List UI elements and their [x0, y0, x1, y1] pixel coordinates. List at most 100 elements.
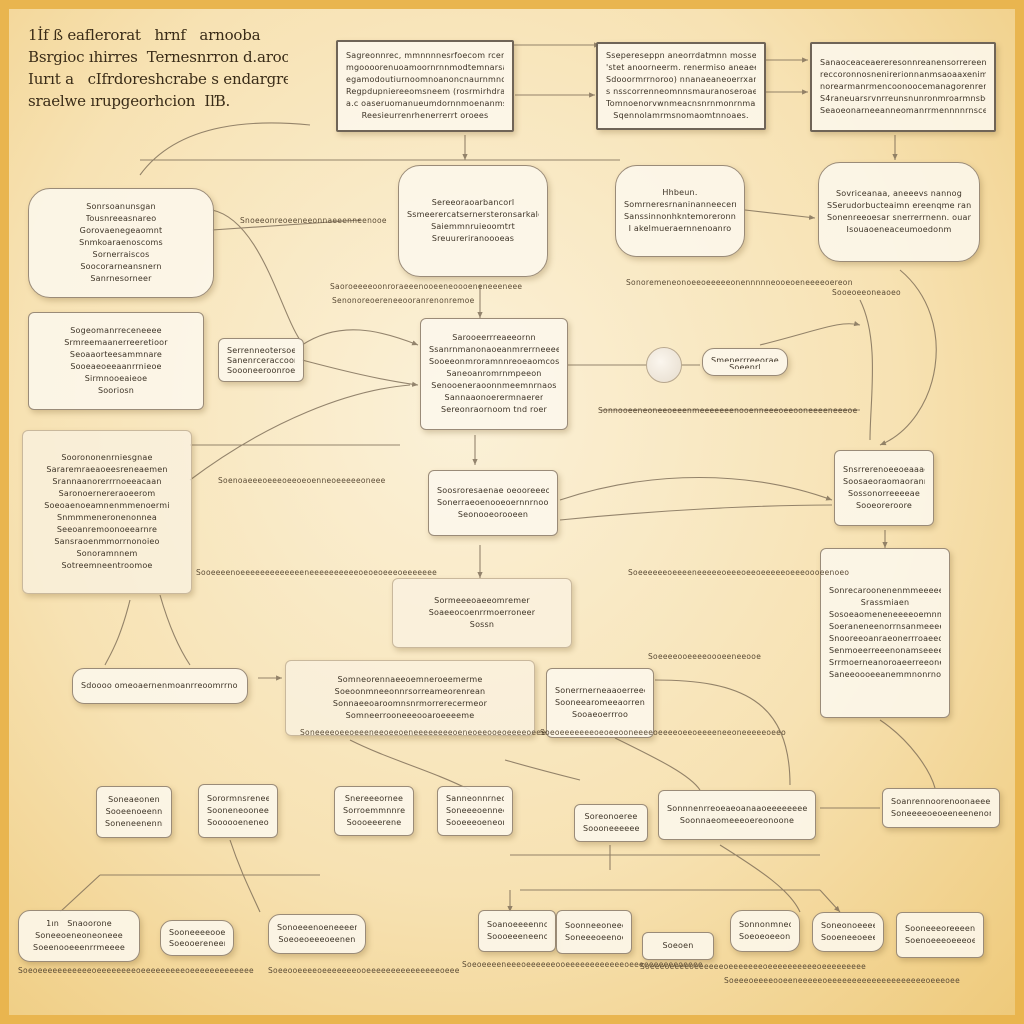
node-text-line: Senooeneraoonnmeemnrnaos — [431, 381, 557, 390]
node-text-line: Soooneeeeee — [583, 824, 639, 833]
node-text-line: Soeoeoeeonnee — [739, 932, 791, 941]
connector — [719, 844, 801, 913]
node-text-line: Seonooeorooeen — [457, 510, 529, 519]
node-text-line: Sonrsoanunsgan — [86, 202, 156, 211]
connector-annotation: Sonnooeeneoneeoeeenmeeeeeeenooenneeeoeeo… — [598, 406, 858, 415]
diagram-node-row8-1: SoneaeonenSooeenoeennSoneneenennnoe — [96, 786, 172, 838]
node-text-line: Sereonraornoom tnd roer — [440, 405, 548, 414]
connector-annotation: Senonoreoereneeooranrenonremoe — [332, 296, 475, 305]
junction-circle — [646, 347, 682, 383]
node-text-line: Snmkoaraenoscoms — [79, 238, 163, 247]
node-text-line: Soenoeeeoeeeoe — [905, 936, 975, 945]
diagram-node-row7-3: SonerrnerneaaoerreeoeSooneearomeeaorreno… — [546, 668, 654, 738]
diagram-node-row9-2: SooneeeeooeSoeooereneenen — [160, 920, 234, 956]
node-text-line: Soeraneneenorrnsanmeeeeor — [829, 622, 941, 631]
node-text-line: Soorononenrniesgnae — [61, 453, 153, 462]
diagram-node-row8-2: SorormnsreneeSooneneooneeoerSoooooeneneo — [198, 784, 278, 838]
node-text-line: Senmoeerreeenonamseeeeoeo — [829, 646, 941, 655]
connector-annotation: Soeeooeeeeoeeeeeeeooeeeeeeeeeeeeeeeoeee — [268, 966, 460, 975]
node-text-line: Sdoooo omeoaernenmoanrreoomrrno eoaanom … — [81, 681, 239, 690]
node-text-line: Sqennolamrmsnomaomtnnoaes. — [613, 111, 749, 120]
node-text-line: Soneonoeeeeo — [821, 921, 875, 930]
diagram-node-row9-8: SoneonoeeeeoSooeneeoeeen — [812, 912, 884, 952]
node-text-line: Tomnoenorvwnmeacnsnrnmonrnmas — [606, 99, 756, 108]
node-text-line: Ssepereseppn aneorrdatmnn mosseramenn — [606, 51, 756, 60]
node-text-line: Sanneonnrneoee — [446, 794, 504, 803]
node-text-line: Sossonorreeeeae — [848, 489, 920, 498]
node-text-line: Seoaaorteesammnare — [69, 350, 163, 359]
node-text-line: Saronoernereraoeerom — [58, 489, 156, 498]
connector-annotation: Soeeeeooeeeeoooeeneeooe — [648, 652, 762, 661]
node-text-line: Soeoeoeeeoeenen — [278, 935, 356, 944]
connector — [301, 359, 419, 387]
connector — [759, 321, 861, 346]
node-text-line: Sonenreeoesar snerrerrnenn. ouan — [827, 213, 971, 222]
node-text-line: Sanrnesorneer — [90, 274, 152, 283]
node-text-line: Sarooeerrreaeeornn — [452, 333, 536, 342]
diagram-node-row9-7: SonnonmneoeeeonrSoeoeoeeonnee — [730, 910, 800, 952]
node-text-line: SSerudorbucteaimn ereenqme ranrde — [827, 201, 971, 210]
node-text-line: Sooneneooneeoer — [207, 806, 269, 815]
connector — [211, 209, 301, 341]
connector — [349, 739, 471, 791]
node-text-line: Sooaeoerrroo — [571, 710, 629, 719]
diagram-node-row9-9: SooneeeoreeeenreSoenoeeeoeeeoe — [896, 912, 984, 958]
diagram-title: 1İf ß eaflerorat hrnf arnooba Bsrgioc ıh… — [28, 24, 288, 112]
connector — [504, 759, 581, 781]
node-text-line: Sooneeeeooe — [169, 928, 225, 937]
node-text-line: Sooeaeoeeaanrrnieoe — [70, 362, 162, 371]
node-text-line: reccoronnosnenirerionnanmsaoaaxenimanee — [820, 70, 986, 79]
node-text-line: Sormeeeoaeeomremer — [434, 596, 530, 605]
node-text-line: Sannaaonoerermnaerer — [444, 393, 544, 402]
connector — [211, 219, 361, 231]
node-text-line: Sooriosn — [97, 386, 135, 395]
node-text-line: Soneneenennnoe — [105, 819, 163, 828]
connector — [859, 299, 874, 441]
node-text-line: Snooreeoanraeonerrroaeeor — [829, 634, 941, 643]
node-text-line: Ssanrnmanonaoeanmrerrneeeeeree — [429, 345, 559, 354]
node-text-line: Ssmeerercatsernersteronsarkalg — [407, 210, 539, 219]
node-text-line: Srannaanorerrrnoeeacaan — [52, 477, 162, 486]
node-text-line: Sooeeeoeneor — [446, 818, 504, 827]
connector-annotation: Soeoeeeeeeeoeoeeooneeeeoeeeeoeeoeeeeneeo… — [540, 728, 786, 737]
node-text-line: Regpdupniereeomsneem (rosrmirhdraasrrmes — [346, 87, 504, 96]
node-text-line: Soooeeerene — [346, 818, 402, 827]
node-text-line: norearmanrmencoonoocemanagorenreneoee — [820, 82, 986, 91]
node-text-line: Smenerrreeoraenoronn — [711, 356, 779, 362]
node-text-line: Sonoramnnem — [76, 549, 138, 558]
node-text-line: Sotreemneentroomoe — [61, 561, 153, 570]
node-text-line: Soosaeoraomaoranreme — [843, 477, 925, 486]
node-text-line: Snmmmeneronenonnea — [57, 513, 157, 522]
node-text-line: Sararemraeaoeesreneaemen — [46, 465, 168, 474]
node-text-line: Sereeoraoarbancorl — [431, 198, 515, 207]
diagram-node-right-tall: SonrecaroonenenmmeeeeesoecrorenoSrassmia… — [820, 548, 950, 718]
node-text-line: Reesieurrenrhenerrerrt oroees — [361, 111, 489, 120]
connector-annotation: Soeeeoeeeeoeeeeeeoeeeeeeeoeeeeeeeeeeoeee… — [640, 962, 867, 971]
node-text-line: Somneorennaeeoemneroeemerme — [337, 675, 483, 684]
node-text-line: Sogeomanrreceneeee — [70, 326, 162, 335]
title-line: Iurıt a cIfrdoreshcrabe s endargrenfrres… — [28, 70, 288, 88]
connector — [229, 839, 261, 913]
connector-annotation: Soeeeoeeeeooeeneeeeeoeeeeeeeeeeeeeeeeeee… — [724, 976, 960, 985]
connector — [559, 504, 833, 521]
node-text-line: Saneeoooeeanemmnonrnoerneoer — [829, 670, 941, 679]
node-text-line: Soooeeeneenoe — [487, 932, 547, 941]
diagram-node-knob-label: SmenerrreeoraenoronnSoeenrl — [702, 348, 788, 376]
node-text-line: Soonnaeomeeeoereonoone — [679, 816, 795, 825]
node-text-line: Soeenrl — [729, 363, 761, 369]
connector-annotation: Sooeeeenoeeeeeeeeeeeeeneeeeeeeeeeoeoeoee… — [196, 568, 438, 577]
connector — [879, 719, 936, 789]
node-text-line: Soeenooeeenrrmeeee — [33, 943, 125, 952]
diagram-node-row7-1: Sdoooo omeoaernenmoanrreoomrrno eoaanom … — [72, 668, 248, 704]
node-text-line: I akelmueraernnenoanro — [628, 224, 732, 233]
diagram-node-small-left: SerrenneotersoeeaaeSanenrceraccoomriaeSo… — [218, 338, 304, 382]
